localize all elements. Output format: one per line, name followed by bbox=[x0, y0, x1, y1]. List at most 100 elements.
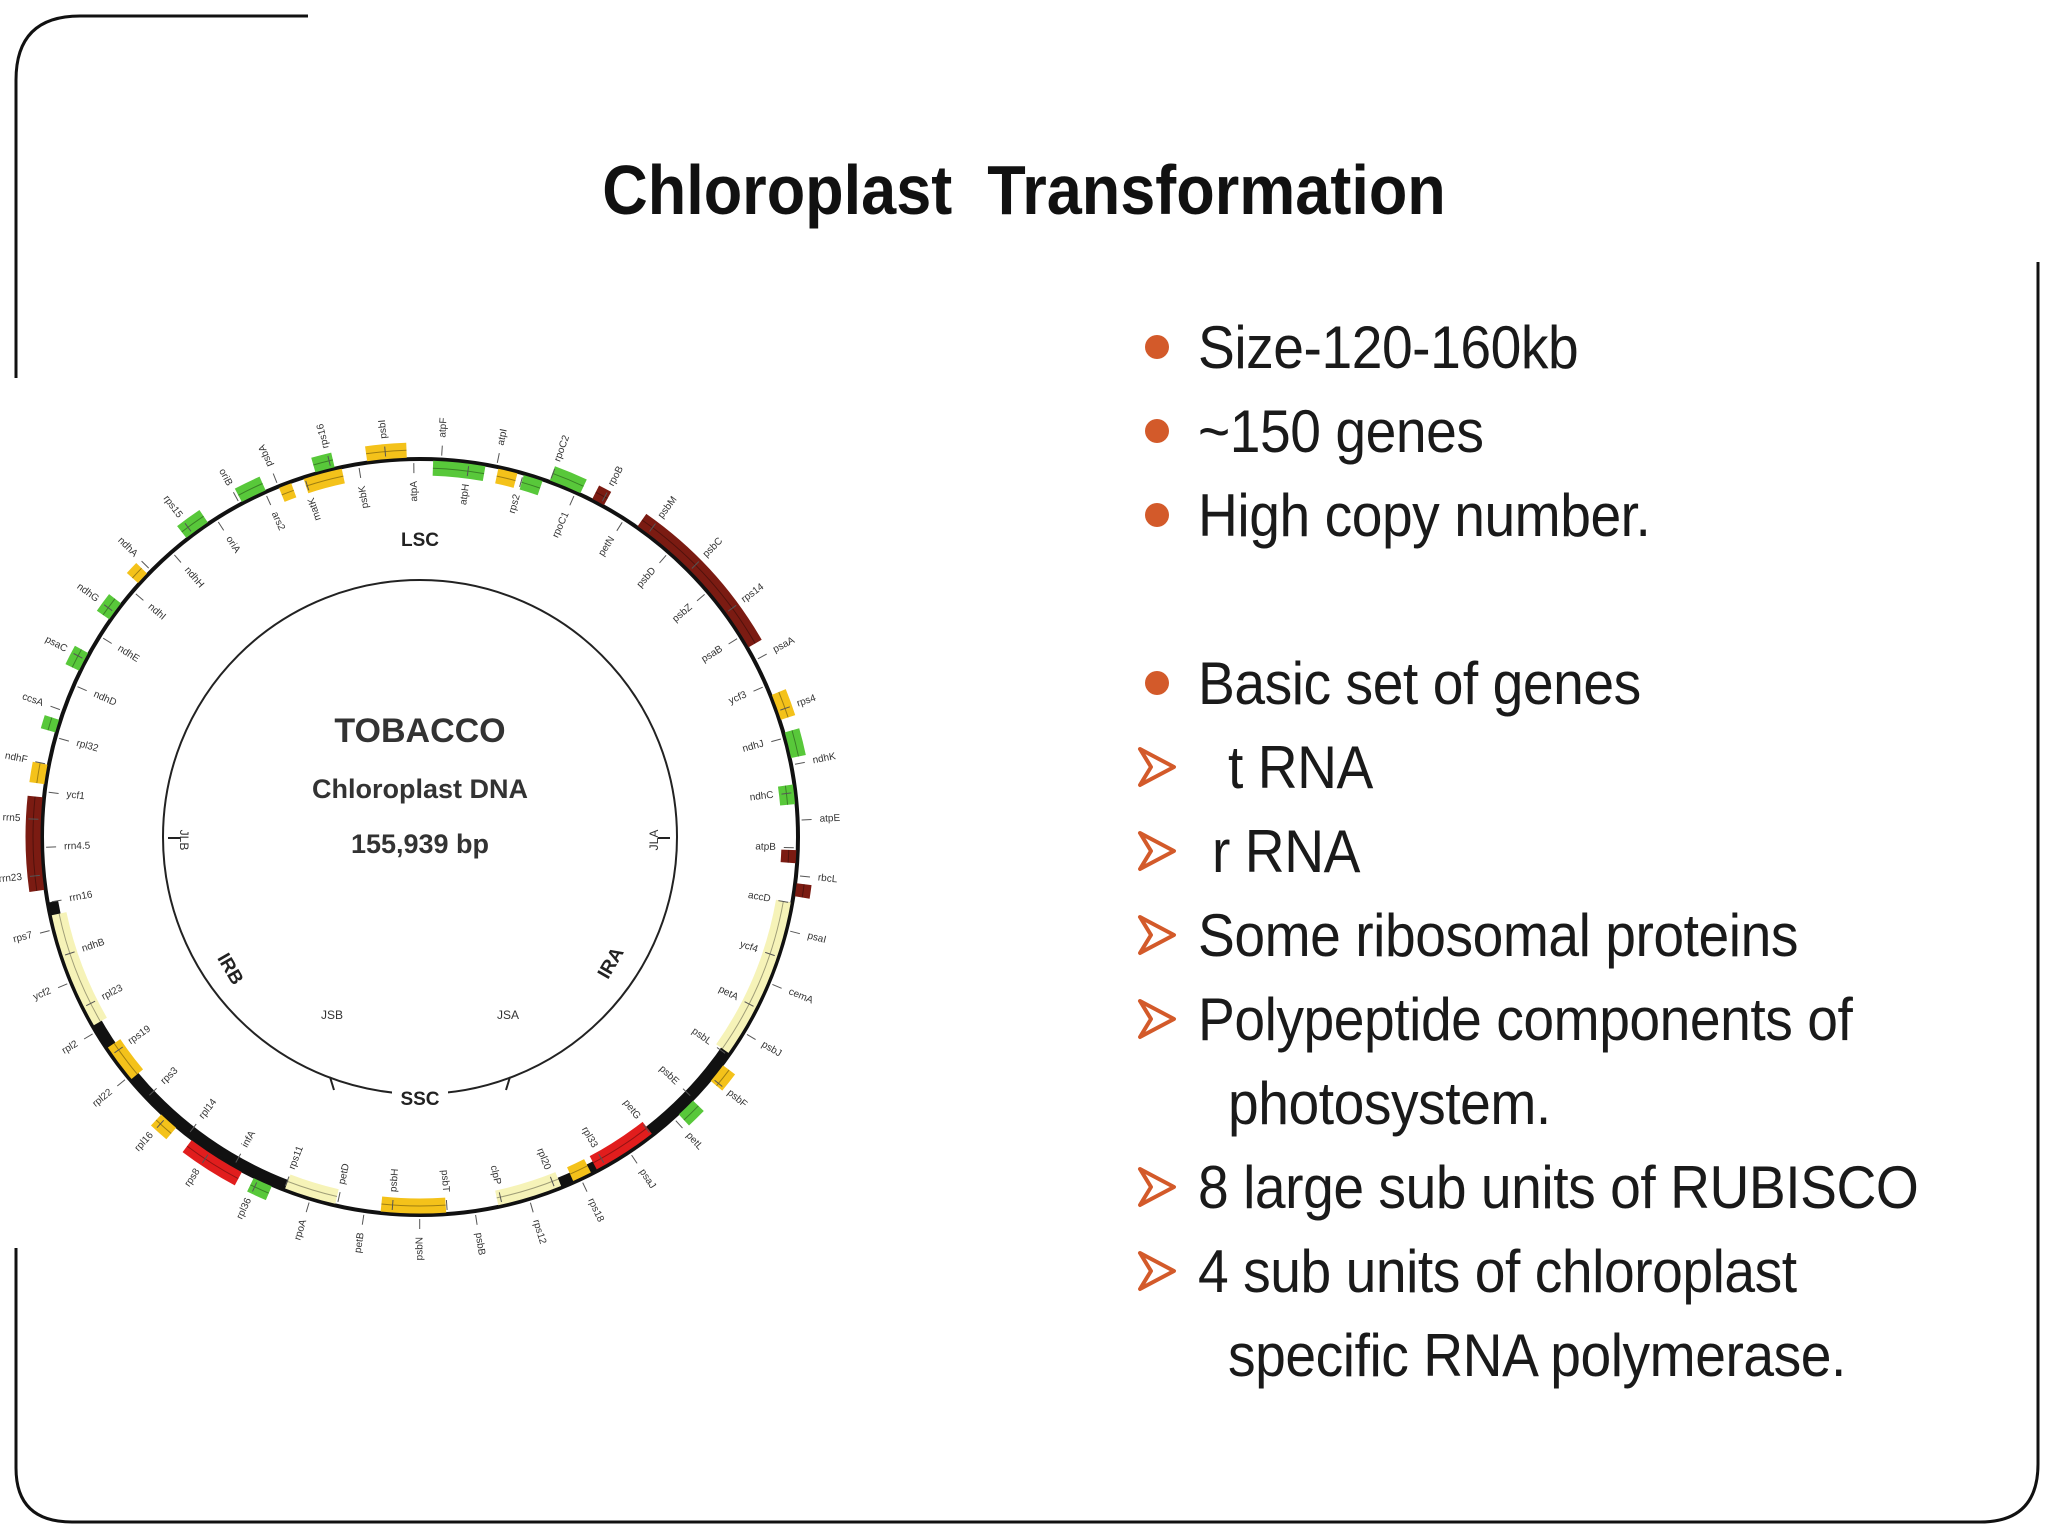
gene-label-tick bbox=[305, 1202, 310, 1213]
gene-label: oriB bbox=[216, 467, 234, 488]
gene-label: rpl32 bbox=[75, 738, 100, 755]
gene-block-outline bbox=[716, 1069, 730, 1087]
gene-block bbox=[365, 442, 407, 462]
gene-block bbox=[380, 1196, 447, 1214]
gene-label-tick bbox=[189, 1123, 197, 1133]
gene-label-tick bbox=[691, 561, 700, 569]
region-lsc: LSC bbox=[401, 530, 439, 551]
gene-block bbox=[495, 468, 518, 488]
gene-label: ars2 bbox=[269, 510, 287, 533]
gene-label: rps7 bbox=[12, 930, 34, 946]
gene-label-tick bbox=[266, 495, 272, 506]
gene-block-outline bbox=[281, 489, 294, 496]
arrow-bullet-icon bbox=[1132, 1145, 1182, 1229]
gene-label: psbZ bbox=[670, 602, 694, 625]
gene-label-tick bbox=[746, 1033, 756, 1041]
gene-label: rpl14 bbox=[197, 1097, 220, 1122]
gene-label-tick bbox=[284, 1176, 290, 1187]
gene-label-tick bbox=[582, 1182, 588, 1192]
gene-label-tick bbox=[149, 1087, 157, 1096]
gene-label: rps16 bbox=[315, 422, 332, 449]
gene-label-tick bbox=[102, 637, 112, 644]
gene-label: psbT bbox=[439, 1170, 452, 1193]
list-item-continuation: specific RNA polymerase. bbox=[1132, 1313, 2012, 1397]
gene-block bbox=[234, 476, 266, 502]
gene-label: ndhD bbox=[92, 689, 118, 709]
gene-label-tick bbox=[682, 1088, 691, 1096]
gene-label: psbA bbox=[257, 443, 276, 469]
gene-block bbox=[311, 452, 335, 473]
junction-jsb: JSB bbox=[321, 1008, 343, 1022]
gene-label-tick bbox=[475, 1214, 478, 1225]
gene-label: ndhK bbox=[812, 751, 837, 766]
gene-label-tick bbox=[29, 874, 40, 877]
gene-label-tick bbox=[601, 492, 608, 502]
region-irb: IRB bbox=[212, 950, 247, 989]
gene-label-tick bbox=[799, 875, 811, 878]
gene-label-tick bbox=[201, 1154, 209, 1164]
gene-block-outline bbox=[592, 1127, 648, 1164]
gene-label-tick bbox=[156, 1119, 165, 1129]
gene-label: petD bbox=[337, 1163, 352, 1186]
gene-block-outline bbox=[113, 1043, 138, 1075]
gene-block-outline bbox=[287, 1181, 338, 1197]
gene-label-tick bbox=[103, 604, 113, 612]
gene-label-tick bbox=[64, 951, 75, 956]
gene-label: atpF bbox=[437, 417, 449, 438]
gene-label-tick bbox=[496, 453, 500, 463]
gene-label-tick bbox=[714, 1079, 723, 1087]
gene-block bbox=[771, 689, 796, 720]
gene-block-outline bbox=[238, 483, 263, 496]
list-item: Polypeptide components of bbox=[1132, 977, 2012, 1061]
gene-label: psbH bbox=[388, 1168, 401, 1192]
list-item: High copy number. bbox=[1132, 473, 2012, 557]
gene-label: rbcL bbox=[817, 872, 838, 885]
gene-block bbox=[65, 645, 89, 671]
gene-label: rps4 bbox=[796, 693, 818, 710]
gene-label-tick bbox=[39, 930, 50, 934]
gene-label: ndhC bbox=[749, 790, 774, 804]
gene-label-tick bbox=[616, 522, 623, 532]
gene-label: psaJ bbox=[637, 1167, 658, 1191]
bullet-dot bbox=[1132, 473, 1182, 557]
gene-label-tick bbox=[361, 1214, 365, 1225]
slide-title: Chloroplast Transformation bbox=[602, 151, 1446, 229]
gene-block-outline bbox=[641, 519, 756, 644]
gene-label: psaA bbox=[771, 635, 797, 656]
gene-label-tick bbox=[59, 737, 70, 742]
gene-label: psbL bbox=[690, 1026, 714, 1048]
junction-jla: JLA bbox=[647, 830, 661, 851]
list-item: Size-120-160kb bbox=[1132, 305, 2012, 389]
gene-label: atpE bbox=[819, 813, 840, 825]
gene-label-tick bbox=[57, 983, 68, 989]
gene-label-tick bbox=[252, 1182, 258, 1192]
gene-block-outline bbox=[791, 730, 799, 757]
gene-label-tick bbox=[48, 791, 59, 794]
gene-block bbox=[177, 509, 208, 538]
region-ssc: SSC bbox=[400, 1089, 439, 1110]
gene-label-tick bbox=[780, 706, 790, 711]
gene-block bbox=[784, 728, 806, 759]
gene-block-outline bbox=[181, 515, 204, 533]
gene-label-tick bbox=[391, 1199, 394, 1211]
junction-jlb: JLB bbox=[177, 830, 191, 851]
gene-label-tick bbox=[466, 466, 470, 477]
gene-block bbox=[678, 1100, 704, 1126]
junction-jsa: JSA bbox=[497, 1008, 519, 1022]
gene-label-tick bbox=[445, 1199, 448, 1211]
gene-label: psbC bbox=[701, 536, 725, 560]
gene-label-tick bbox=[217, 521, 225, 531]
gene-block-outline bbox=[552, 472, 584, 487]
bullet-text: t RNA bbox=[1228, 733, 1373, 801]
gene-label-tick bbox=[358, 467, 362, 478]
gene-label: ndhE bbox=[116, 643, 142, 665]
gene-label-tick bbox=[716, 1047, 726, 1054]
gene-label: rpoB bbox=[606, 464, 626, 488]
gene-label: rps12 bbox=[530, 1218, 548, 1246]
gene-label: rps19 bbox=[126, 1023, 153, 1047]
bullet-text: r RNA bbox=[1212, 817, 1360, 885]
gene-blocks bbox=[25, 442, 812, 1214]
gene-label: psbI bbox=[377, 419, 390, 439]
gene-label: psbB bbox=[473, 1232, 487, 1256]
